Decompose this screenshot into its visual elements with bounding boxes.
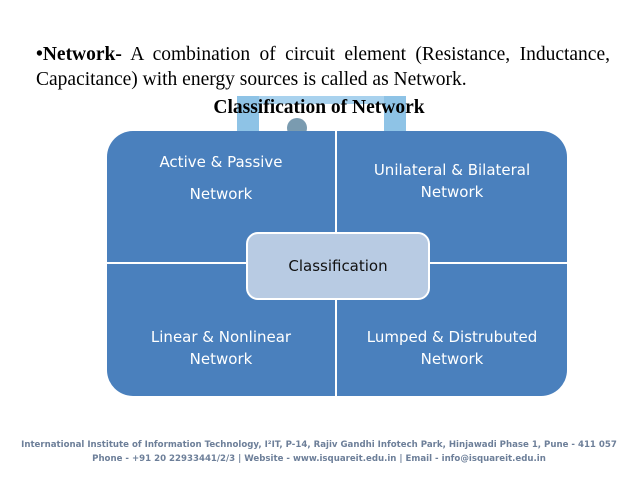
footer: International Institute of Information T… bbox=[0, 438, 638, 466]
quadrant-label: Network bbox=[420, 350, 484, 368]
watermark-logo bbox=[237, 96, 406, 104]
quadrant-label: Lumped & Distrubuted bbox=[366, 328, 538, 346]
footer-contact: Phone - +91 20 22933441/2/3 | Website - … bbox=[92, 454, 546, 464]
definition-term: •Network- bbox=[36, 44, 122, 65]
classification-diagram: Active & Passive Network Unilateral & Bi… bbox=[107, 131, 567, 396]
slide-heading: Classification of Network bbox=[213, 97, 425, 118]
quadrant-label: Active & Passive bbox=[159, 153, 283, 171]
quadrant-label: Linear & Nonlinear bbox=[150, 328, 292, 346]
footer-address: International Institute of Information T… bbox=[21, 440, 617, 450]
quadrant-label: Network bbox=[189, 350, 253, 368]
watermark-logo-left bbox=[237, 96, 259, 136]
definition-text: A combination of circuit element (Resist… bbox=[36, 44, 610, 90]
center-classification-box: Classification bbox=[246, 232, 430, 300]
watermark-logo-right bbox=[384, 96, 406, 136]
quadrant-label: Unilateral & Bilateral bbox=[373, 161, 531, 179]
quadrant-label: Network bbox=[420, 183, 484, 201]
network-definition: •Network- A combination of circuit eleme… bbox=[36, 42, 610, 92]
quadrant-label: Network bbox=[189, 185, 253, 203]
